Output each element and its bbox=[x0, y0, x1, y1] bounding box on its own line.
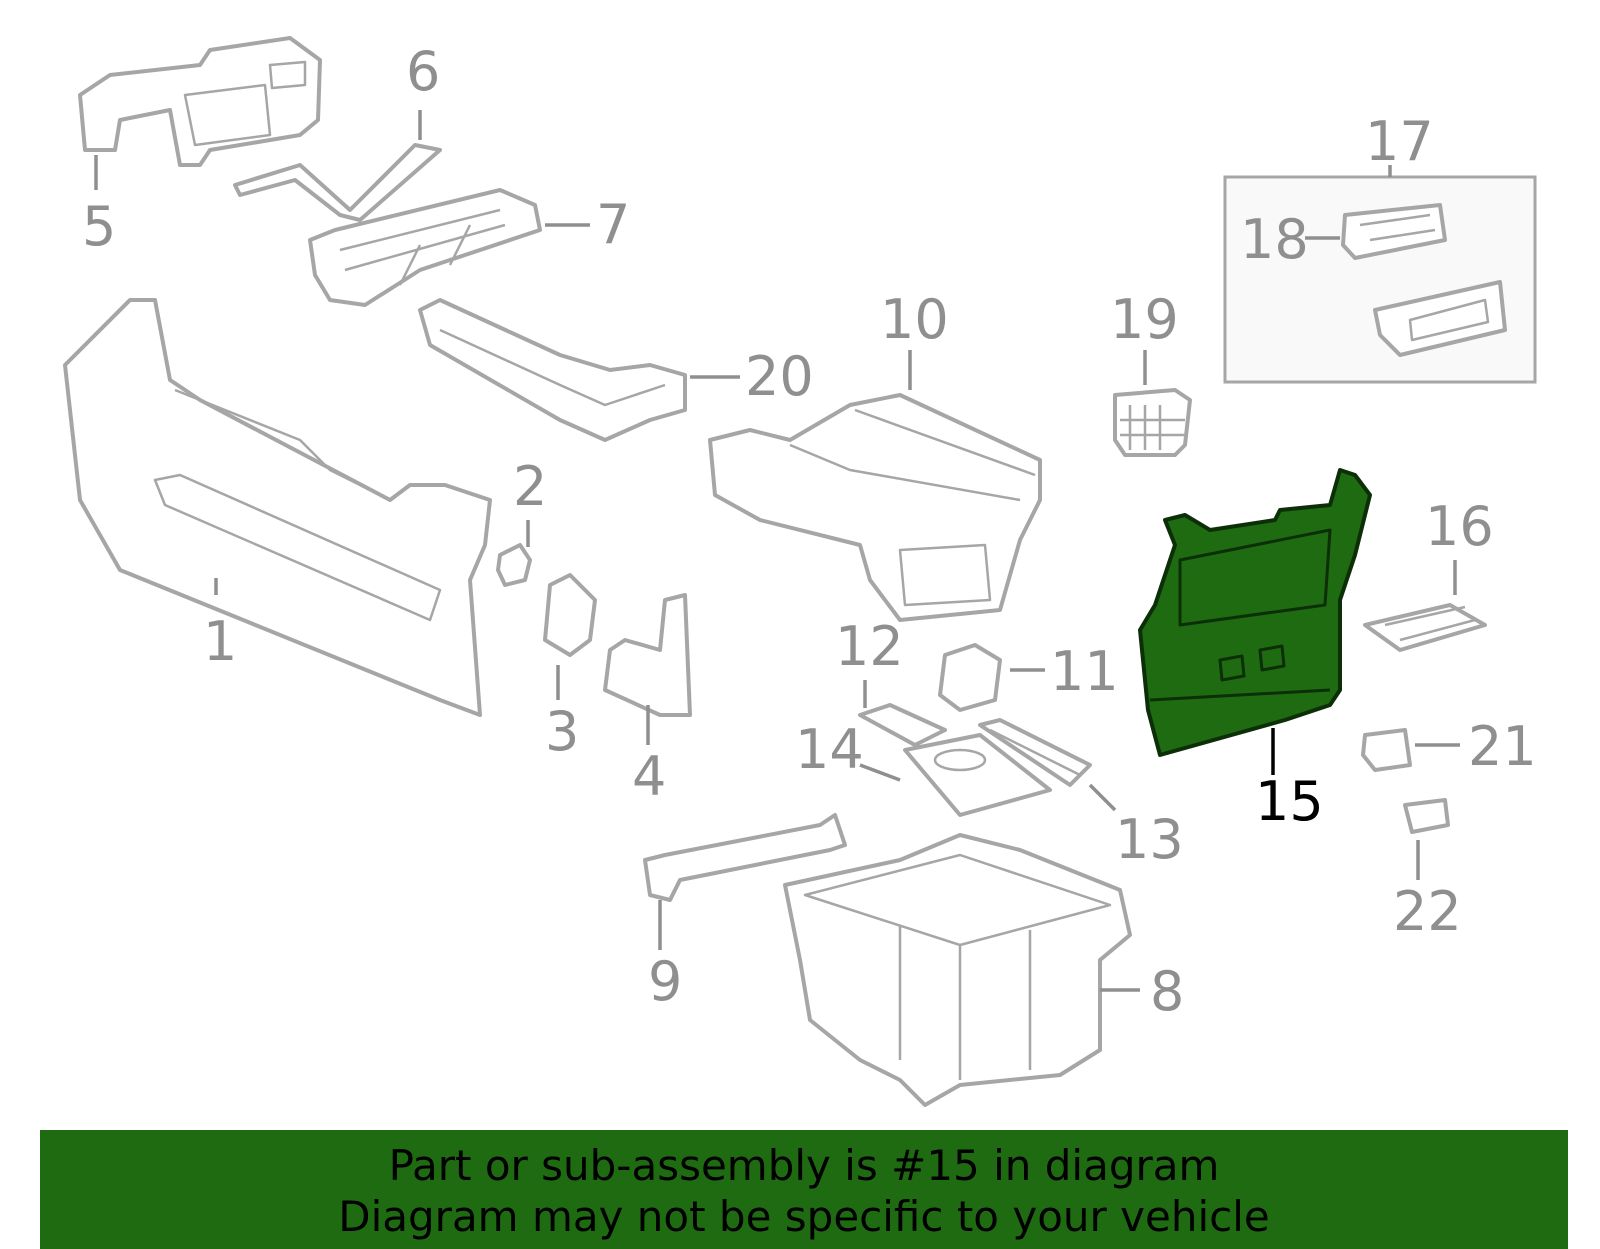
callout-4: 4 bbox=[632, 745, 666, 808]
footer-line-part-number: Part or sub-assembly is #15 in diagram bbox=[388, 1141, 1220, 1190]
callout-22: 22 bbox=[1393, 880, 1462, 943]
callout-7: 7 bbox=[596, 193, 630, 256]
callout-18: 18 bbox=[1240, 208, 1309, 271]
part-2-clip bbox=[496, 543, 532, 587]
part-5-bracket bbox=[78, 36, 322, 167]
callout-9: 9 bbox=[648, 950, 682, 1013]
part-12-mat bbox=[858, 703, 947, 747]
callout-15: 15 bbox=[1255, 770, 1324, 833]
callout-16: 16 bbox=[1425, 495, 1494, 558]
part-13-mat bbox=[978, 718, 1092, 787]
callout-14: 14 bbox=[795, 718, 864, 781]
callout-2: 2 bbox=[513, 455, 547, 518]
callout-5: 5 bbox=[82, 195, 116, 258]
callout-19: 19 bbox=[1110, 288, 1179, 351]
footer-line-disclaimer: Diagram may not be specific to your vehi… bbox=[338, 1192, 1270, 1241]
part-10-armrest-lid bbox=[708, 393, 1042, 622]
part-19-insert bbox=[1113, 388, 1192, 457]
part-1-side-panel bbox=[63, 298, 492, 717]
callout-8: 8 bbox=[1150, 960, 1184, 1023]
callout-11: 11 bbox=[1050, 640, 1119, 703]
part-9-rail bbox=[643, 813, 847, 902]
callout-6: 6 bbox=[406, 40, 440, 103]
callout-3: 3 bbox=[545, 700, 579, 763]
callout-leaders bbox=[94, 110, 1460, 992]
part-22-clip bbox=[1403, 798, 1450, 834]
callout-13: 13 bbox=[1115, 808, 1184, 871]
part-15-highlighted-panel bbox=[1138, 468, 1372, 757]
part-17-assembly-box bbox=[1223, 175, 1537, 384]
part-7-frame bbox=[308, 188, 542, 307]
part-6-rod bbox=[233, 143, 442, 222]
part-20-duct bbox=[418, 298, 687, 442]
part-21-clip bbox=[1361, 728, 1412, 772]
callout-20: 20 bbox=[745, 345, 814, 408]
part-16-tray bbox=[1363, 603, 1487, 652]
part-14-tray bbox=[903, 733, 1052, 817]
part-4-panel bbox=[603, 593, 692, 717]
callout-1: 1 bbox=[203, 610, 237, 673]
callout-21: 21 bbox=[1468, 715, 1537, 778]
part-11-bracket bbox=[938, 643, 1002, 712]
part-8-console-box bbox=[783, 833, 1132, 1107]
callout-12: 12 bbox=[835, 615, 904, 678]
part-3-plate bbox=[543, 573, 597, 657]
callout-17: 17 bbox=[1365, 110, 1434, 173]
footer-banner: Part or sub-assembly is #15 in diagram D… bbox=[40, 1130, 1568, 1249]
callout-10: 10 bbox=[880, 288, 949, 351]
